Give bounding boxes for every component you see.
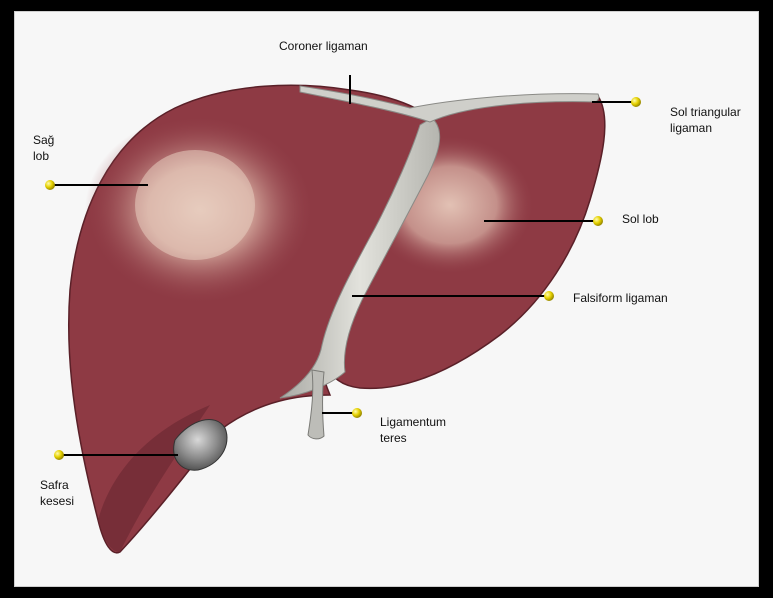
label-ligamentum-teres: Ligamentum teres: [380, 414, 446, 446]
label-falciform-ligament: Falsiform ligaman: [573, 290, 668, 306]
label-left-lobe: Sol lob: [622, 211, 659, 227]
label-gallbladder: Safra kesesi: [40, 477, 74, 509]
label-coronary-ligament: Coroner ligaman: [279, 38, 368, 54]
label-left-triangular-ligament: Sol triangular ligaman: [670, 104, 741, 136]
label-right-lobe: Sağ lob: [33, 132, 54, 164]
